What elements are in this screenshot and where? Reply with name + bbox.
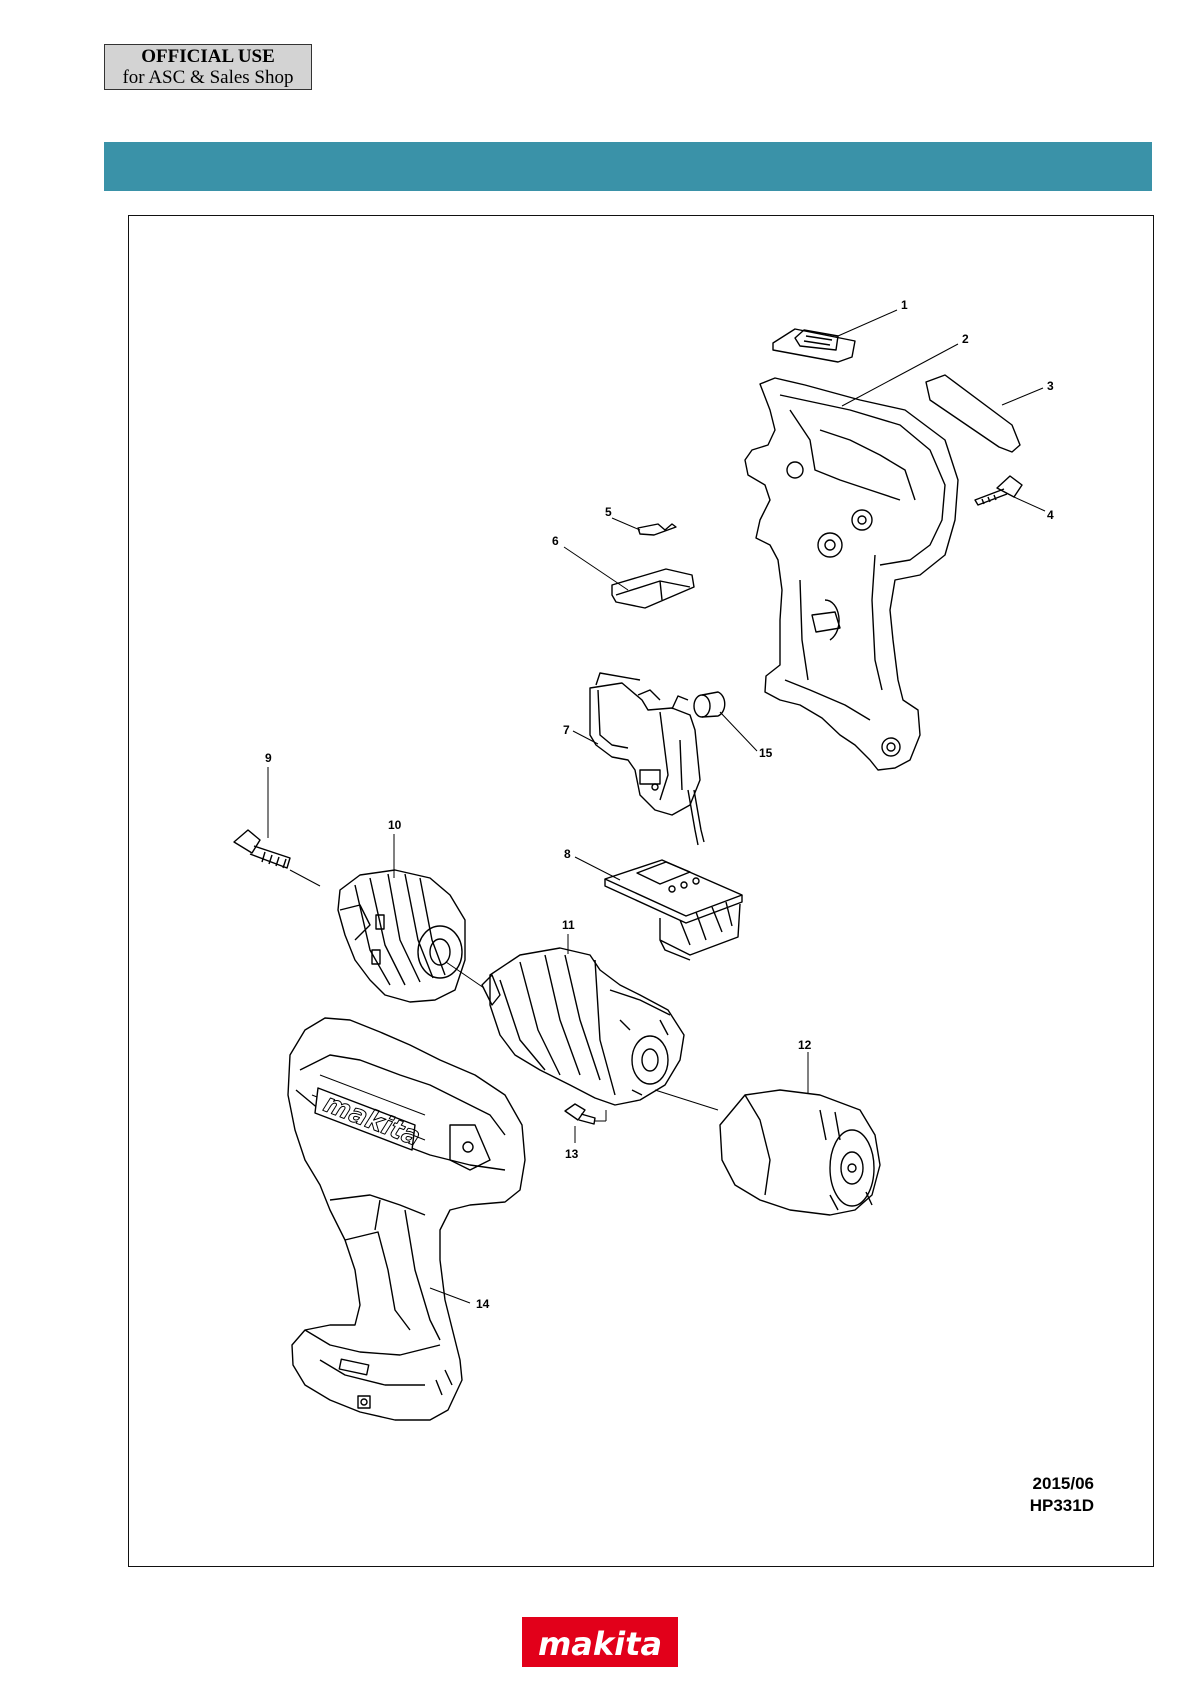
- part-14-drawing: makita: [288, 1018, 525, 1420]
- svg-text:makita: makita: [538, 1625, 662, 1663]
- part-label-4: 4: [1047, 508, 1054, 522]
- part-10-drawing: [338, 870, 465, 1002]
- part-12-drawing: [720, 1090, 880, 1215]
- part-label-11: 11: [562, 918, 575, 932]
- part-8-drawing: [605, 860, 742, 960]
- part-label-12: 12: [798, 1038, 812, 1052]
- diagram-info: 2015/06 HP331D: [1030, 1473, 1094, 1517]
- part-9-drawing: [234, 830, 290, 868]
- part-labels: 1 2 3 4 5 6 7 8 9 10 11 12 13 14 15: [265, 298, 1054, 1311]
- svg-text:makita: makita: [319, 1089, 424, 1153]
- part-7-drawing: [590, 673, 704, 845]
- part-11-drawing: [482, 948, 684, 1105]
- part-15-drawing: [694, 692, 725, 717]
- part-5-drawing: [638, 524, 676, 535]
- part-label-9: 9: [265, 751, 272, 765]
- part-label-10: 10: [388, 818, 402, 832]
- part-label-14: 14: [476, 1297, 490, 1311]
- part-label-2: 2: [962, 332, 969, 346]
- part-3-drawing: [926, 375, 1020, 452]
- part-label-8: 8: [564, 847, 571, 861]
- leader-lines: [268, 310, 1045, 1303]
- revision-date: 2015/06: [1030, 1473, 1094, 1495]
- part-6-drawing: [612, 569, 694, 608]
- makita-logo: makita: [522, 1617, 678, 1667]
- part-label-7: 7: [563, 723, 570, 737]
- model-number: HP331D: [1030, 1495, 1094, 1517]
- part-label-3: 3: [1047, 379, 1054, 393]
- part-4-drawing: [975, 476, 1022, 505]
- part-label-15: 15: [759, 746, 773, 760]
- part-2-drawing: [745, 378, 958, 770]
- part-label-1: 1: [901, 298, 908, 312]
- part-label-5: 5: [605, 505, 612, 519]
- part-13-drawing: [565, 1104, 595, 1124]
- part-label-13: 13: [565, 1147, 579, 1161]
- part-label-6: 6: [552, 534, 559, 548]
